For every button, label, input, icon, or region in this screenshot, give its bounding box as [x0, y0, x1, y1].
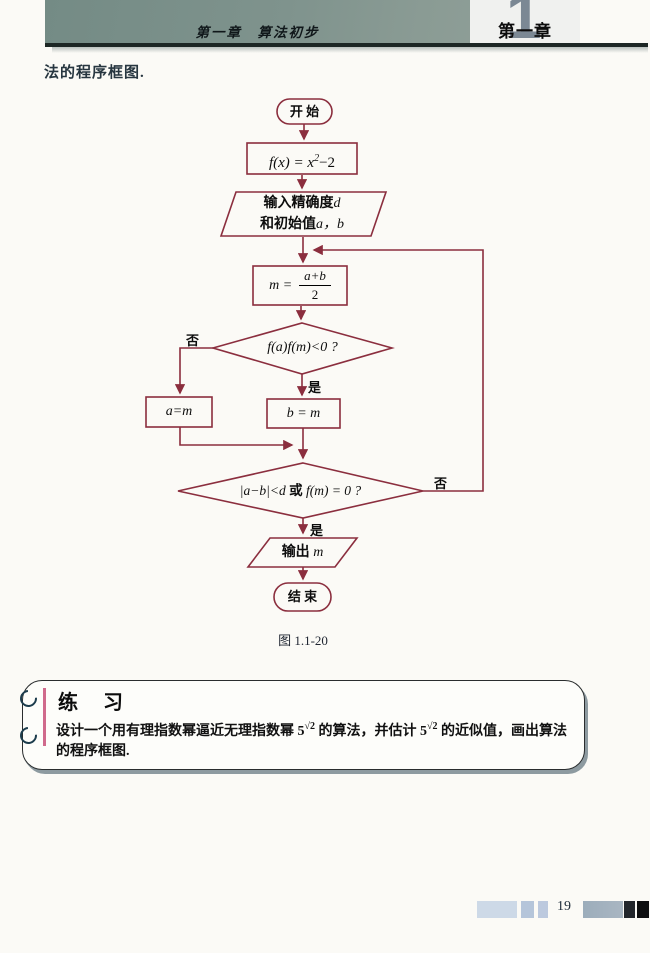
- exercise-accent-rule: [43, 688, 46, 746]
- cond1-label: f(a)f(m)<0 ?: [267, 340, 338, 355]
- input-line2-var: a，b: [316, 217, 344, 232]
- footer-bar-light: [477, 901, 517, 918]
- chapter-tab: 1 第一章: [470, 0, 580, 43]
- exercise-box: 练 习 设计一个用有理指数幂逼近无理指数幂 5√2 的算法，并估计 5√2 的近…: [16, 680, 585, 770]
- binding-ring-icon: [16, 723, 41, 748]
- fx-sup: 2: [314, 153, 320, 164]
- cond1-yes-label: 是: [308, 380, 322, 395]
- assign-m-denominator: 2: [311, 287, 319, 302]
- output-label: 输出 m: [248, 538, 357, 567]
- fx-post: −2: [319, 155, 336, 171]
- output-text: 输出: [281, 545, 314, 560]
- chapter-number-graphic: 1: [506, 0, 542, 43]
- input-node-shape: [219, 191, 388, 237]
- footer-square-2: [538, 901, 548, 918]
- page-number: 19: [557, 899, 571, 914]
- start-node-shape: [276, 98, 333, 125]
- assign-m-node-shape: [252, 265, 348, 306]
- exercise-exponent1: √2: [304, 721, 316, 732]
- fx-node-shape: [246, 142, 358, 175]
- input-line1-text: 输入精确度: [263, 196, 334, 211]
- cond1-no-label: 否: [186, 333, 200, 348]
- footer-bar-gray: [583, 901, 623, 918]
- flowchart-svg: [145, 98, 484, 612]
- input-line1-var: d: [333, 196, 341, 211]
- exercise-title: 练 习: [58, 692, 133, 714]
- cond1-diamond-shape: [210, 322, 395, 375]
- assign-m-fraction: a+b 2: [299, 268, 331, 303]
- cond2-no-label: 否: [434, 476, 448, 491]
- input-line1: 输入精确度d: [218, 193, 386, 214]
- figure-caption: 图 1.1-20: [278, 633, 328, 648]
- exercise-body-part1: 设计一个用有理指数幂逼近无理指数幂 5: [56, 724, 305, 739]
- header-underline: [45, 43, 648, 47]
- output-var: m: [313, 545, 324, 560]
- input-line2: 和初始值a，b: [218, 214, 386, 235]
- cond2-diamond-shape: [177, 462, 424, 519]
- output-node-shape: [246, 537, 359, 568]
- cond1-no-line: [174, 347, 213, 395]
- exercise-body-part3: 的近似值，画出算法的程序框图.: [56, 724, 567, 759]
- fx-pre: f(x) = x: [268, 155, 315, 171]
- end-node-shape: [273, 582, 332, 612]
- feedback-loop-line: [312, 244, 484, 492]
- footer-square-1: [521, 901, 534, 918]
- footer-dark-square-1: [624, 901, 635, 918]
- header-shadow: [52, 47, 648, 53]
- fx-label: f(x) = x2−2: [247, 143, 357, 174]
- exercise-body-part2: 的算法，并估计 5: [315, 724, 428, 739]
- exercise-exponent2: √2: [427, 721, 438, 732]
- intro-text: 法的程序框图.: [44, 65, 145, 81]
- assign-b-node-shape: [266, 398, 341, 429]
- cond2-part3: f(m) = 0 ?: [302, 483, 362, 498]
- binding-ring-icon: [16, 686, 41, 711]
- assign-m-lhs: m =: [269, 277, 293, 293]
- end-label: 结 束: [287, 589, 318, 604]
- cond2-label: |a−b|<d 或 f(m) = 0 ?: [178, 477, 423, 505]
- cond2-yes-label: 是: [310, 523, 324, 538]
- assign-m-numerator: a+b: [299, 268, 331, 286]
- assign-m-label: m = a+b 2: [253, 266, 347, 305]
- assign-a-label: a=m: [165, 404, 193, 419]
- exercise-body: 设计一个用有理指数幂逼近无理指数幂 5√2 的算法，并估计 5√2 的近似值，画…: [56, 717, 571, 762]
- assign-a-merge-line: [179, 427, 294, 451]
- cond2-part1: |a−b|<d: [239, 483, 290, 498]
- chapter-tab-label: 第一章: [498, 22, 552, 41]
- footer-dark-square-2: [637, 901, 649, 918]
- input-line2-text: 和初始值: [260, 217, 316, 232]
- start-label: 开 始: [289, 104, 320, 119]
- cond2-part2: 或: [289, 483, 303, 498]
- assign-a-node-shape: [145, 396, 213, 428]
- assign-b-label: b = m: [286, 406, 321, 421]
- running-title: 第一章 算法初步: [195, 25, 320, 40]
- input-label: 输入精确度d 和初始值a，b: [218, 193, 386, 235]
